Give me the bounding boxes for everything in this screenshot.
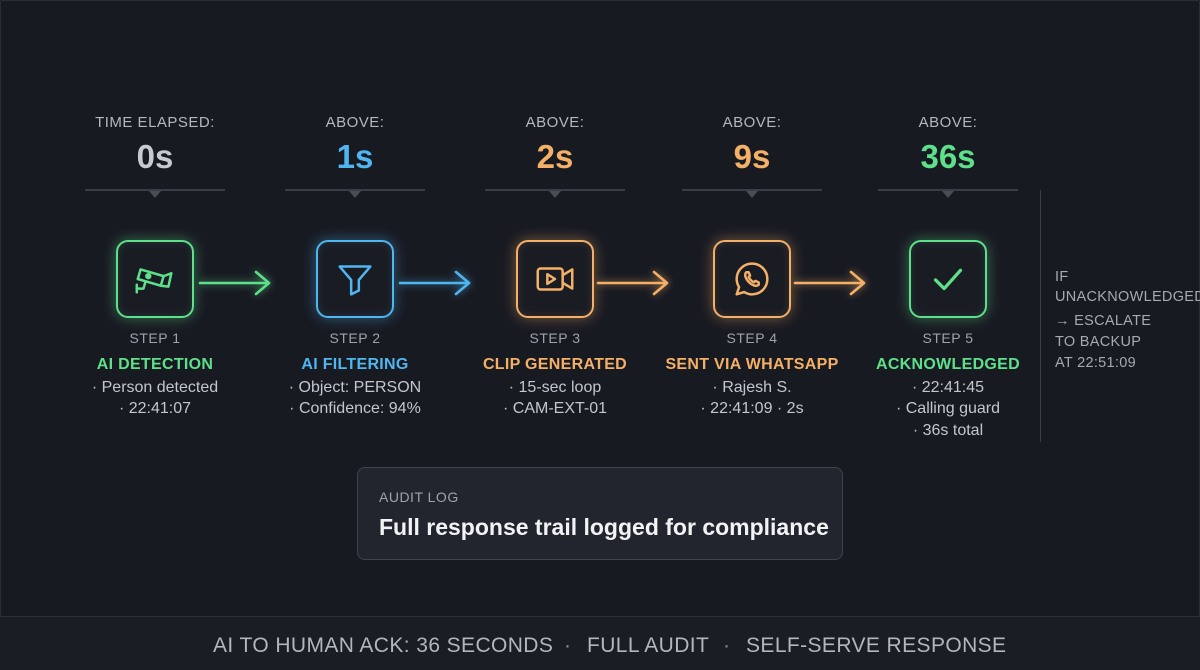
audit-log-label: AUDIT LOG (379, 489, 459, 505)
step-number: STEP 2 (329, 330, 381, 346)
time-label: TIME ELAPSED: (95, 114, 215, 131)
step-number: STEP 5 (922, 330, 974, 346)
arrow-right-icon (793, 270, 866, 296)
time-value: 9s (733, 138, 771, 175)
time-label: ABOVE: (325, 114, 385, 131)
footer-bar: AI TO HUMAN ACK: 36 SECONDS · FULL AUDIT… (0, 616, 1200, 670)
time-value: 36s (920, 138, 976, 175)
time-notch (349, 191, 361, 198)
time-value: 1s (336, 138, 374, 175)
step-detail: · CAM-EXT-01 (502, 400, 607, 417)
time-notch (746, 191, 758, 198)
footer-item: FULL AUDIT (587, 634, 710, 657)
step-detail: · Confidence: 94% (289, 400, 421, 417)
footer-item: AI TO HUMAN ACK: 36 SECONDS (213, 634, 554, 657)
footer-item: SELF-SERVE RESPONSE (746, 634, 1007, 657)
whatsapp-icon (713, 240, 791, 318)
arrow-right-icon (596, 270, 669, 296)
step-number: STEP 3 (529, 330, 581, 346)
step-detail: · Object: PERSON (288, 379, 422, 396)
escalation-line: → ESCALATE (1055, 313, 1152, 329)
step-detail: · Person detected (91, 379, 219, 396)
step-title: CLIP GENERATED (482, 356, 628, 373)
arrow-right-icon (398, 270, 471, 296)
time-notch (549, 191, 561, 198)
time-rule (285, 189, 425, 191)
time-value: 0s (136, 138, 174, 175)
step-detail: · 22:41:09 · 2s (700, 400, 804, 417)
divider (1040, 190, 1041, 442)
step-detail: · Calling guard (895, 400, 1001, 417)
escalation-line: IF (1055, 269, 1069, 285)
escalation-line: AT 22:51:09 (1055, 355, 1136, 371)
time-label: ABOVE: (722, 114, 782, 131)
step-detail: · 36s total (912, 422, 984, 439)
time-value: 2s (536, 138, 574, 175)
filter-icon (316, 240, 394, 318)
time-label: ABOVE: (525, 114, 585, 131)
security-camera-icon (116, 240, 194, 318)
step-detail: · Rajesh S. (712, 379, 792, 396)
step-number: STEP 1 (129, 330, 181, 346)
audit-log-text: Full response trail logged for complianc… (379, 514, 829, 540)
time-notch (942, 191, 954, 198)
checkmark-icon (909, 240, 987, 318)
escalation-line: UNACKNOWLEDGED (1055, 289, 1200, 305)
step-detail: · 15-sec loop (508, 379, 602, 396)
step-title: AI DETECTION (96, 356, 214, 373)
video-clip-icon (516, 240, 594, 318)
time-rule (85, 189, 225, 191)
audit-log-card: AUDIT LOG Full response trail logged for… (357, 467, 843, 560)
step-title: AI FILTERING (301, 356, 409, 373)
time-label: ABOVE: (918, 114, 978, 131)
time-notch (149, 191, 161, 198)
time-rule (682, 189, 822, 191)
footer-separator: · (564, 634, 571, 657)
footer-separator: · (723, 634, 730, 657)
step-title: SENT VIA WHATSAPP (665, 356, 839, 373)
step-number: STEP 4 (726, 330, 778, 346)
arrow-right-icon (198, 270, 271, 296)
time-rule (878, 189, 1018, 191)
escalation-line: TO BACKUP (1055, 334, 1142, 350)
time-rule (485, 189, 625, 191)
step-detail: · 22:41:07 (118, 400, 192, 417)
step-detail: · 22:41:45 (911, 379, 985, 396)
step-title: ACKNOWLEDGED (875, 356, 1021, 373)
